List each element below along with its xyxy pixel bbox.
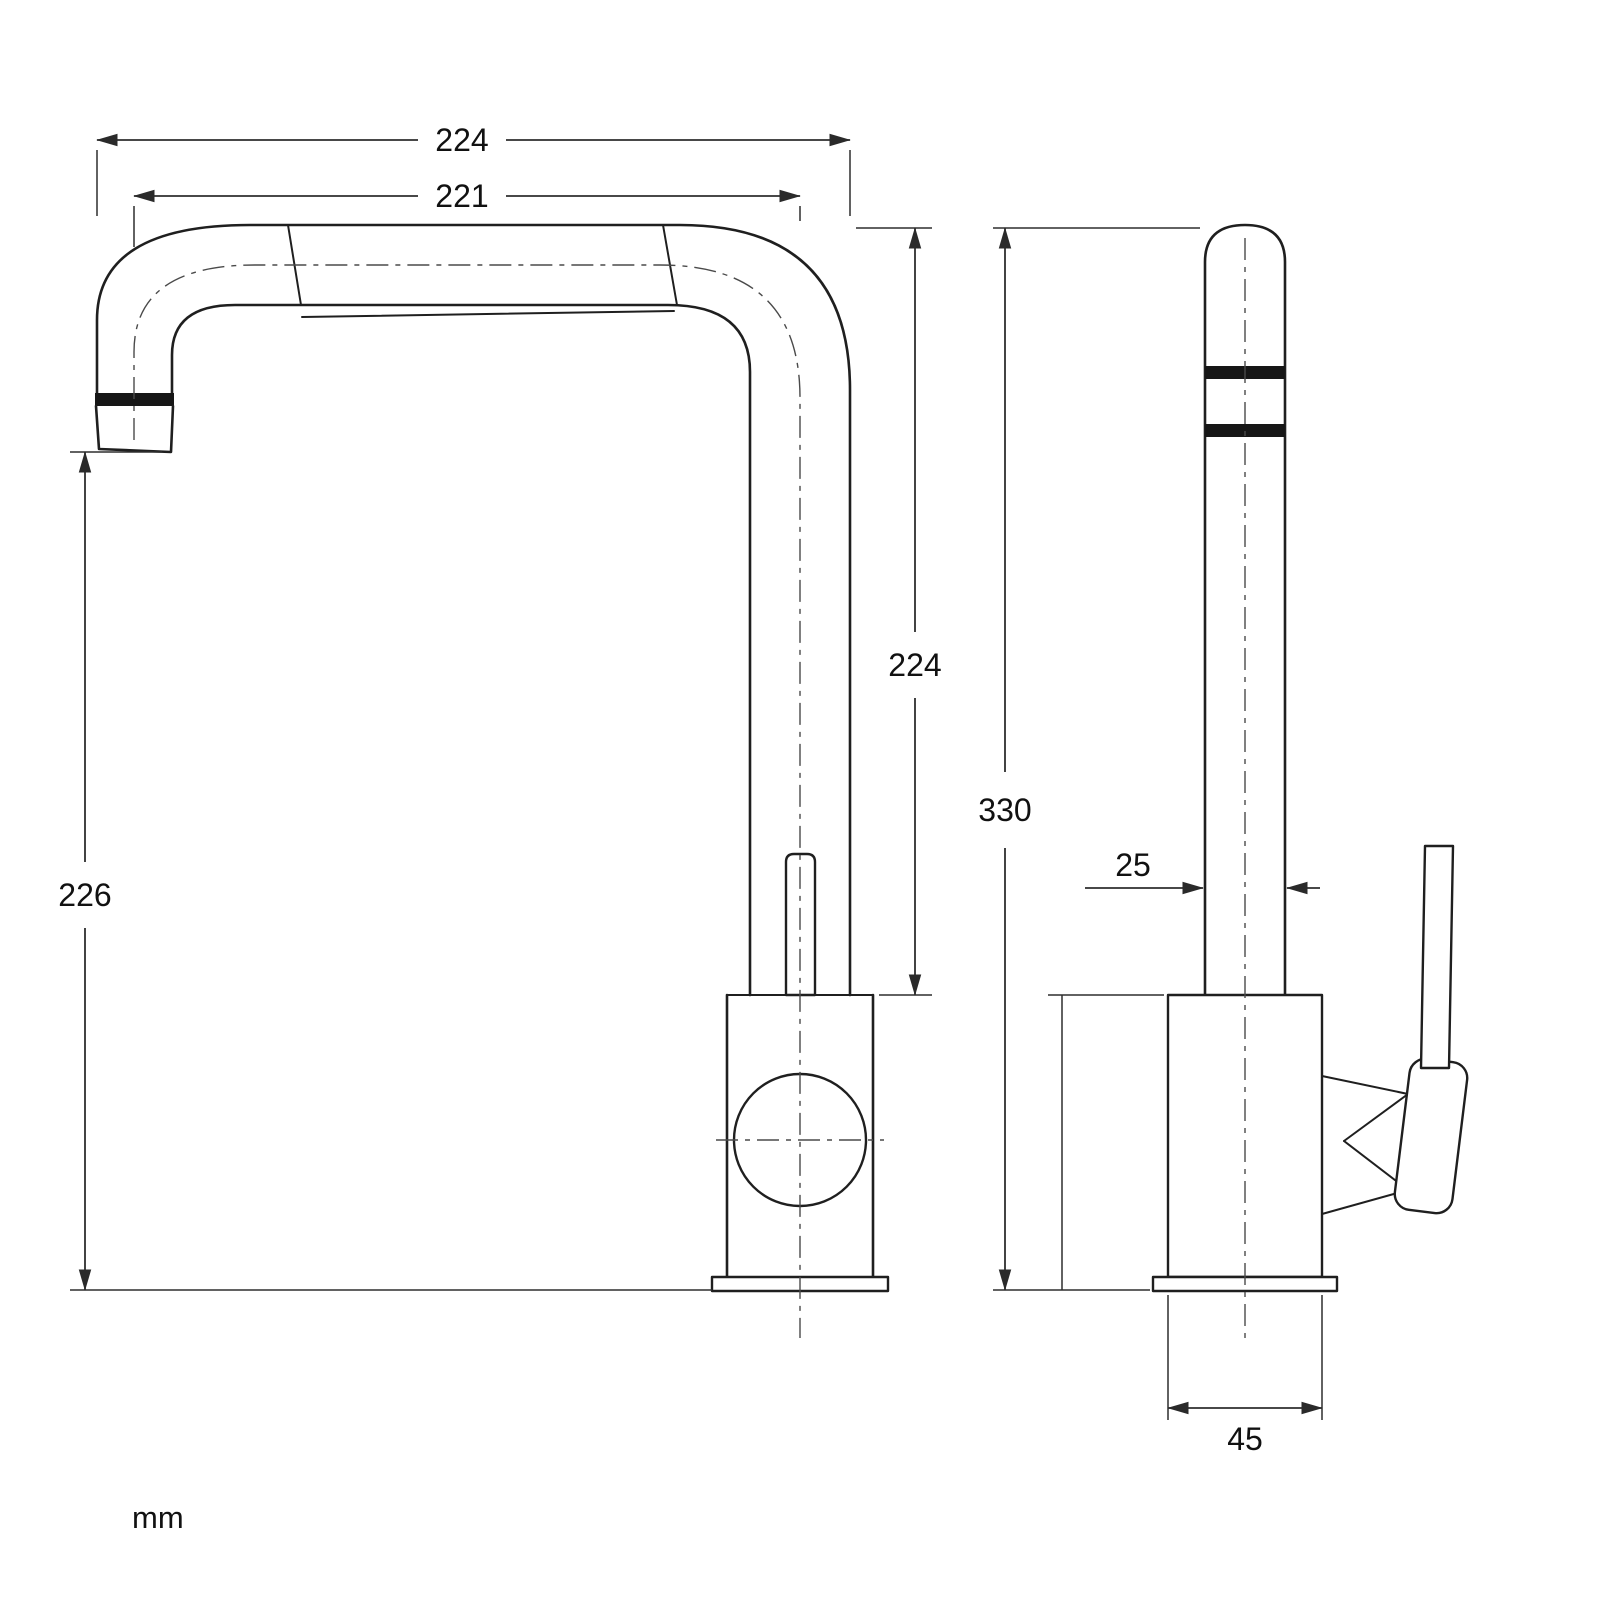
- sleeve-lower-edge: [301, 310, 675, 318]
- spout-column-outline: [1203, 223, 1287, 997]
- handle-joint-vee-upper: [1343, 1093, 1409, 1142]
- faucet-front-view: [1048, 223, 1469, 1338]
- spout-inner-contour: [170, 303, 752, 997]
- dim-label-outlet-height: 226: [58, 877, 111, 913]
- dim-label-spout-rise: 224: [888, 647, 941, 683]
- dim-label-overall-height: 330: [978, 792, 1031, 828]
- front-view-dimensions: 330 25 45: [978, 227, 1323, 1457]
- side-view-dimensions: 224 221 226 224: [58, 122, 942, 1291]
- spout-tip-seam-band: [95, 393, 174, 406]
- dim-label-spout-reach: 221: [435, 178, 488, 214]
- dim-label-tube-diameter: 25: [1115, 847, 1151, 883]
- units-label: mm: [132, 1500, 184, 1535]
- handle-joint-top-line: [1321, 1075, 1409, 1095]
- dim-label-overall-width: 224: [435, 122, 488, 158]
- faucet-side-view: [94, 223, 890, 1338]
- handle-lever-front: [1419, 844, 1455, 1070]
- spout-outer-contour: [95, 223, 852, 997]
- dim-label-base-diameter: 45: [1227, 1421, 1263, 1457]
- spout-tip-outline: [94, 404, 175, 454]
- handle-knuckle: [1393, 1057, 1469, 1215]
- side-view-centerline: [133, 264, 801, 1338]
- spout-ring-band-lower: [1205, 424, 1285, 437]
